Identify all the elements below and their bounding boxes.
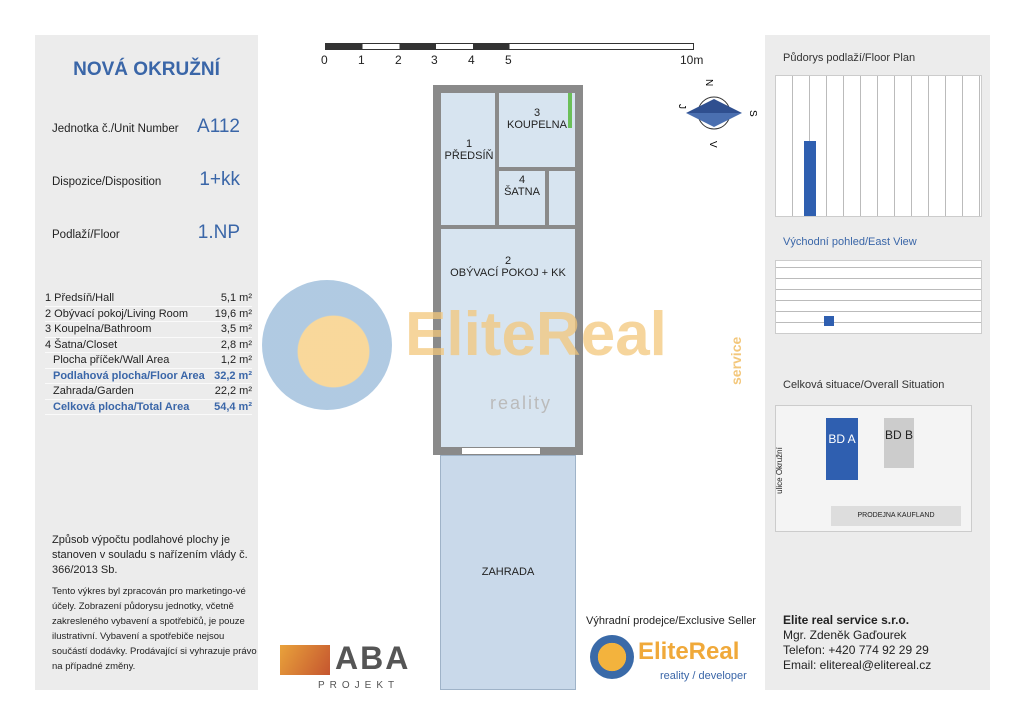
disposition-value: 1+kk [199, 169, 240, 190]
watermark-logo-icon [262, 280, 392, 410]
area-row: 4 Šatna/Closet 2,8 m² [45, 338, 252, 353]
street-label: ulice Okružní [774, 447, 784, 494]
area-name: 1 Předsíň/Hall [45, 292, 115, 304]
scale-end: 10m [680, 53, 704, 67]
situation-map: BD A BD B ulice Okružní PRODEJNA KAUFLAN… [775, 405, 972, 532]
watermark-sub: reality [490, 393, 553, 413]
total-area-row: Celková plocha/Total Area 54,4 m² [45, 400, 252, 415]
watermark-service: service [728, 336, 744, 385]
seller-logo-icon [590, 635, 634, 679]
area-name: Zahrada/Garden [53, 385, 134, 397]
unit-highlight [804, 141, 816, 216]
compass-icon: N S V J [676, 79, 758, 148]
disposition-label: Dispozice/Disposition [52, 176, 162, 188]
scale-tick: 3 [431, 53, 438, 67]
area-value: 1,2 m² [220, 354, 252, 366]
developer-logo-brand: ABA [335, 640, 411, 676]
scale-tick: 4 [468, 53, 475, 67]
unit-info-panel: NOVÁ OKRUŽNÍ Jednotka č./Unit Number A11… [35, 35, 258, 690]
area-value: 2,8 m² [220, 338, 252, 351]
area-name: 3 Koupelna/Bathroom [45, 323, 152, 335]
scale-tick: 1 [358, 53, 365, 67]
garden-area: ZAHRADA [440, 455, 576, 690]
garden-door [461, 447, 541, 455]
aba-logo-icon [280, 645, 330, 675]
scale-tick: 0 [321, 53, 328, 67]
room-name-garden: ZAHRADA [481, 566, 535, 578]
area-value: 3,5 m² [220, 323, 252, 335]
east-view-thumbnail [775, 260, 982, 334]
building-a: BD A [826, 418, 858, 480]
scale-tick: 2 [395, 53, 402, 67]
area-row: Zahrada/Garden 22,2 m² [45, 384, 252, 400]
contact-company: Elite real service s.r.o. [783, 613, 910, 627]
area-row: 3 Koupelna/Bathroom 3,5 m² [45, 322, 252, 338]
floor-plan-thumbnail [775, 75, 982, 217]
area-row: Plocha příček/Wall Area 1,2 m² [45, 353, 252, 369]
compass-west: J [676, 104, 687, 109]
area-value: 54,4 m² [214, 400, 252, 413]
context-panel: Půdorys podlaží/Floor Plan Východní pohl… [765, 35, 990, 690]
regulation-note: Způsob výpočtu podlahové plochy je stano… [52, 534, 248, 576]
room-name-closet: ŠATNA [504, 186, 540, 198]
room-name-hall: PŘEDSÍŇ [444, 150, 494, 162]
contact-person: Mgr. Zdeněk Gaďourek [783, 628, 907, 642]
area-value: 32,2 m² [214, 369, 252, 382]
area-row: 2 Obývací pokoj/Living Room 19,6 m² [45, 307, 252, 322]
unit-label: Jednotka č./Unit Number [52, 123, 179, 135]
watermark-brand: EliteReal [405, 300, 667, 369]
scale-tick: 5 [505, 53, 512, 67]
area-name: Podlahová plocha/Floor Area [53, 369, 205, 382]
room-name-bathroom: KOUPELNA [507, 119, 567, 131]
floor-label: Podlaží/Floor [52, 229, 120, 241]
seller-logo-sub: reality / developer [660, 670, 747, 682]
area-name: Celková plocha/Total Area [53, 400, 190, 413]
east-view-heading: Východní pohled/East View [783, 236, 917, 248]
situation-heading: Celková situace/Overall Situation [783, 379, 945, 391]
room-number: 3 [533, 107, 541, 119]
compass-south: S [747, 110, 758, 117]
contact-email[interactable]: Email: elitereal@elitereal.cz [783, 658, 932, 672]
developer-logo-sub: PROJEKT [318, 680, 400, 691]
room-number: 4 [518, 174, 526, 186]
room-number: 2 [504, 255, 512, 267]
area-name: 2 Obývací pokoj/Living Room [45, 307, 189, 320]
compass-east: V [707, 141, 718, 148]
floor-plan-heading: Půdorys podlaží/Floor Plan [783, 52, 916, 64]
scale-bar [325, 43, 694, 50]
window [568, 93, 572, 128]
disclaimer-note: Tento výkres byl zpracován pro marketing… [52, 586, 257, 672]
seller-logo-brand: EliteReal [638, 638, 740, 665]
seller-label: Výhradní prodejce/Exclusive Seller [586, 615, 756, 627]
room-number: 1 [465, 138, 473, 150]
area-value: 22,2 m² [214, 385, 252, 397]
area-value: 19,6 m² [214, 307, 252, 320]
unit-highlight [824, 316, 834, 326]
contact-block: Elite real service s.r.o. Mgr. Zdeněk Ga… [783, 613, 931, 673]
area-value: 5,1 m² [220, 292, 252, 304]
notes-block: Způsob výpočtu podlahové plochy je stano… [52, 533, 257, 674]
building-b: BD B [884, 418, 914, 468]
kaufland-label: PRODEJNA KAUFLAND [831, 506, 961, 526]
area-table: 1 Předsíň/Hall 5,1 m² 2 Obývací pokoj/Liv… [45, 291, 252, 415]
contact-phone[interactable]: Telefon: +420 774 92 29 29 [783, 643, 929, 657]
room-name-living: OBÝVACÍ POKOJ + KK [450, 267, 566, 279]
area-name: Plocha příček/Wall Area [53, 354, 170, 366]
project-title: NOVÁ OKRUŽNÍ [73, 59, 220, 80]
area-row: 1 Předsíň/Hall 5,1 m² [45, 291, 252, 307]
floor-area-row: Podlahová plocha/Floor Area 32,2 m² [45, 369, 252, 384]
area-name: 4 Šatna/Closet [45, 338, 118, 351]
floor-value: 1.NP [197, 222, 240, 243]
compass-north: N [703, 79, 714, 86]
unit-value: A112 [197, 116, 240, 137]
